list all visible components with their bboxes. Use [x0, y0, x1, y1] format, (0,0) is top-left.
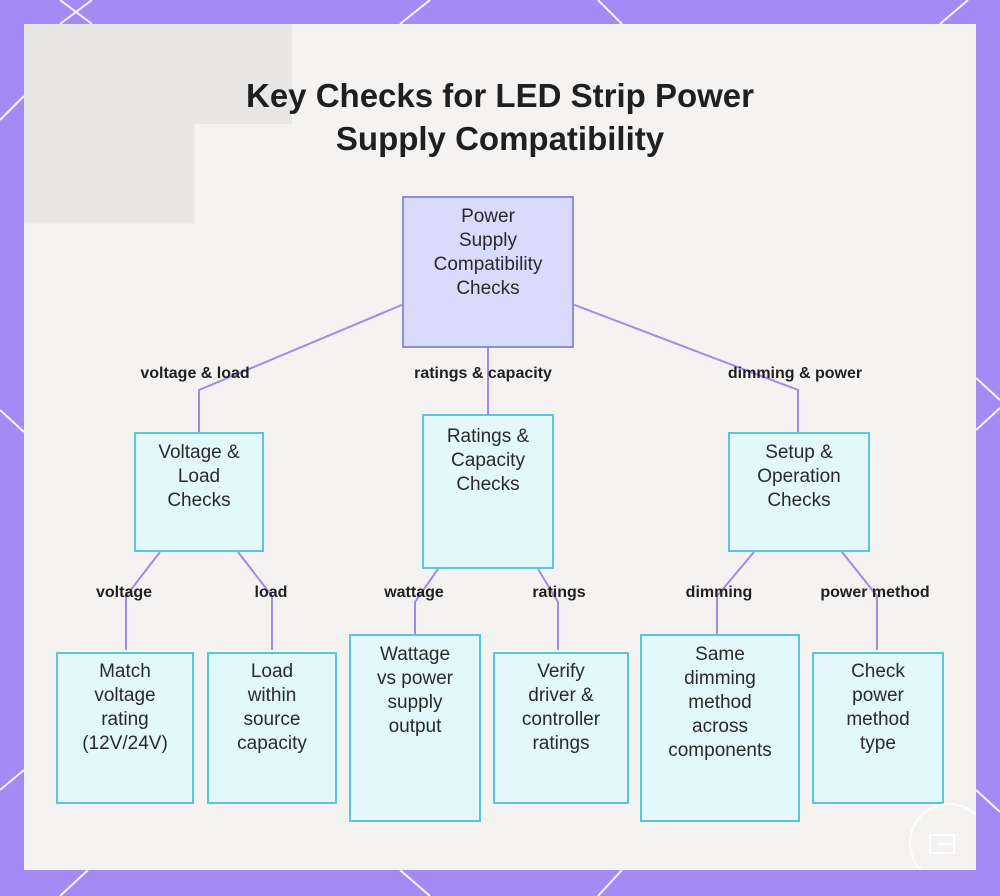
node-check-power-method: Check power method type: [812, 652, 944, 804]
node-text: Verify: [537, 661, 585, 682]
connector-voltage: [125, 551, 161, 650]
node-text: Checks: [767, 490, 831, 511]
node-text: Compatibility: [433, 254, 543, 275]
watermark-logo-icon: [909, 803, 976, 870]
node-text: Checks: [456, 278, 520, 299]
node-voltage-load-checks: Voltage & Load Checks: [134, 432, 264, 552]
edge-label-ratings: ratings: [532, 584, 586, 601]
node-text: Match: [99, 661, 151, 682]
node-text: vs power: [376, 668, 454, 689]
node-text: type: [860, 733, 896, 754]
node-text: Ratings &: [446, 426, 530, 447]
edge-label-ratings-capacity: ratings & capacity: [414, 365, 552, 382]
node-text: Checks: [167, 490, 231, 511]
node-text: Supply: [458, 230, 518, 251]
node-text: voltage: [94, 685, 156, 706]
node-text: across: [692, 716, 748, 737]
node-setup-operation-checks: Setup & Operation Checks: [728, 432, 870, 552]
node-text: Load: [177, 466, 221, 487]
connector-lines: [125, 303, 878, 650]
diagram-panel: ███ ██ Key Checks for LED Strip Power Su…: [24, 24, 976, 870]
node-wattage-vs-output: Wattage vs power supply output: [349, 634, 481, 822]
node-text: Same: [695, 644, 745, 665]
node-text: Power: [461, 206, 515, 227]
connector-ratings: [537, 568, 559, 650]
edge-label-power-method: power method: [820, 584, 930, 601]
node-match-voltage: Match voltage rating (12V/24V): [56, 652, 194, 804]
connector-power-method: [841, 551, 878, 650]
background-decoration: ██: [24, 94, 194, 222]
node-text: power: [852, 685, 904, 706]
node-text: ratings: [532, 733, 590, 754]
node-text: method: [688, 692, 752, 713]
node-load-within-capacity: Load within source capacity: [207, 652, 337, 804]
edge-label-load: load: [254, 584, 288, 601]
edge-label-dimming: dimming: [685, 584, 753, 601]
edge-label-voltage-load: voltage & load: [140, 365, 250, 382]
diagram-title: Key Checks for LED Strip Power Supply Co…: [24, 74, 976, 160]
node-text: within: [247, 685, 297, 706]
node-text: source: [243, 709, 301, 730]
connector-dimming: [716, 551, 755, 634]
node-text: (12V/24V): [82, 733, 168, 754]
edge-label-dimming-power: dimming & power: [727, 365, 863, 382]
node-text: Operation: [757, 466, 841, 487]
node-ratings-capacity-checks: Ratings & Capacity Checks: [422, 414, 554, 569]
node-power-supply-checks: Power Supply Compatibility Checks: [402, 196, 574, 348]
node-text: rating: [101, 709, 149, 730]
title-line-1: Key Checks for LED Strip Power: [246, 77, 754, 114]
node-text: Check: [851, 661, 905, 682]
edge-label-voltage: voltage: [95, 584, 153, 601]
connector-load: [237, 551, 273, 650]
node-text: driver &: [528, 685, 594, 706]
node-text: Wattage: [379, 644, 451, 665]
node-text: Voltage &: [158, 442, 240, 463]
node-text: method: [846, 709, 910, 730]
node-text: Load: [250, 661, 294, 682]
node-text: controller: [521, 709, 601, 730]
title-line-2: Supply Compatibility: [335, 120, 665, 157]
node-text: components: [668, 740, 772, 761]
node-text: supply: [387, 692, 443, 713]
node-verify-ratings: Verify driver & controller ratings: [493, 652, 629, 804]
node-same-dimming: Same dimming method across components: [640, 634, 800, 822]
connector-root-voltage-load: [198, 303, 405, 434]
connector-root-setup-operation: [571, 303, 799, 434]
background-decoration: ███: [24, 24, 291, 123]
node-text: Setup &: [765, 442, 833, 463]
node-text: Checks: [456, 474, 520, 495]
connector-wattage: [414, 568, 439, 634]
node-text: dimming: [684, 668, 756, 689]
node-text: capacity: [237, 733, 307, 754]
node-text: Capacity: [451, 450, 525, 471]
edge-label-wattage: wattage: [384, 584, 444, 601]
node-text: output: [388, 716, 442, 737]
